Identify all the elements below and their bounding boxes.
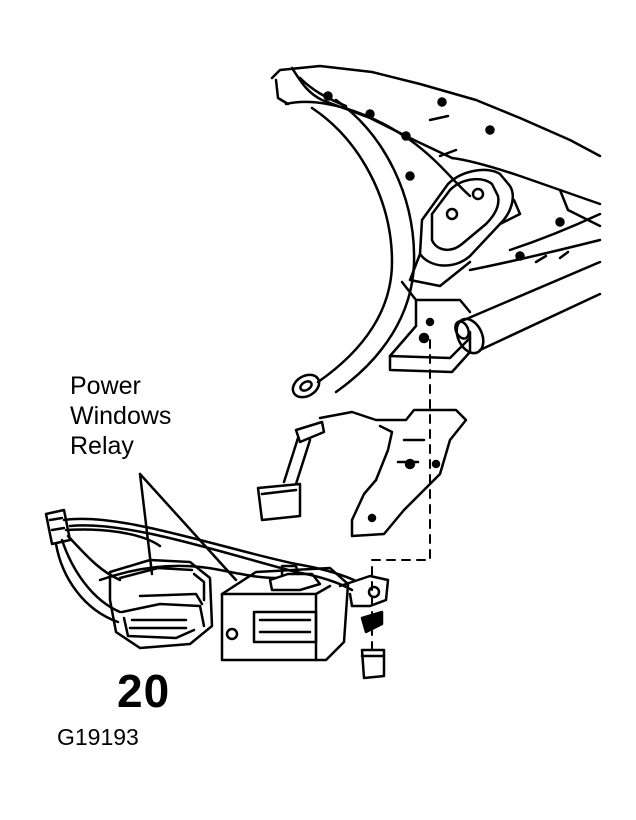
relay-bracket — [256, 408, 468, 538]
curved-duct — [291, 98, 416, 399]
figure-number: 20 — [117, 665, 171, 717]
relay-clip-and-screw — [338, 574, 390, 680]
mounting-pad — [408, 168, 522, 288]
figure-code: G19193 — [57, 724, 139, 750]
power-windows-relay — [220, 564, 350, 662]
callout-line-3: Relay — [70, 432, 134, 460]
callout-line-1: Power — [70, 372, 141, 400]
relay-connector — [108, 558, 214, 650]
callout-leaders — [138, 472, 238, 582]
wiring-harness — [44, 508, 356, 624]
body-panel-structure — [270, 64, 602, 272]
power-windows-relay-label: Power Windows Relay — [70, 371, 171, 461]
callout-line-2: Windows — [70, 402, 172, 430]
alignment-line — [371, 339, 431, 651]
upper-bracket — [388, 280, 472, 374]
cross-tube — [454, 260, 602, 355]
